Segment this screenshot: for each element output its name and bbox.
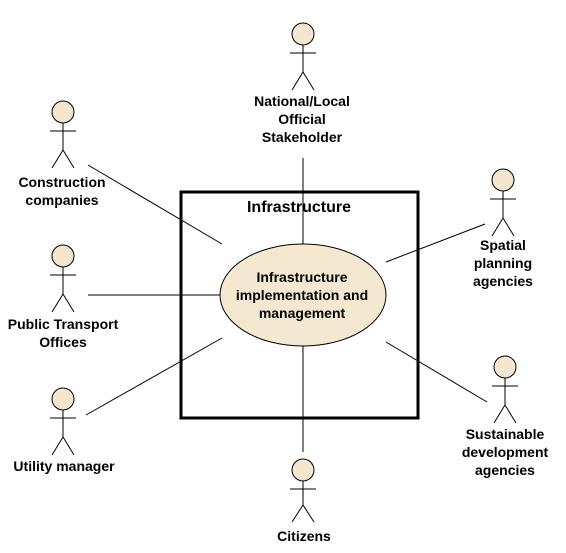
system-boundary (179, 190, 420, 420)
actor-construction-figure[interactable] (50, 100, 76, 169)
association-sustainable (385, 341, 488, 403)
actor-national-figure[interactable] (290, 22, 316, 91)
association-utility (85, 337, 223, 416)
association-construction (87, 164, 223, 245)
actor-spatial-figure[interactable] (490, 168, 516, 237)
actor-national-label: National/Local Official Stakeholder (254, 93, 350, 145)
system-boundary-title: Infrastructure (246, 199, 352, 216)
use-case-label: Infrastructure implementation and manage… (235, 269, 369, 321)
actor-construction-label: Construction companies (18, 174, 106, 208)
actor-transport-label: Public Transport Offices (7, 316, 119, 350)
association-spatial (385, 223, 486, 263)
actor-sustainable-figure[interactable] (492, 355, 518, 424)
actor-transport-figure[interactable] (50, 244, 76, 313)
actor-utility-label: Utility manager (13, 458, 115, 474)
actor-citizens-figure[interactable] (290, 458, 316, 523)
actor-sustainable-label: Sustainable development agencies (461, 426, 549, 478)
use-case-ellipse[interactable] (219, 243, 387, 347)
actor-citizens-label: Citizens (277, 528, 331, 544)
actor-utility-figure[interactable] (50, 387, 76, 456)
actor-spatial-label: Spatial planning agencies (473, 237, 533, 289)
